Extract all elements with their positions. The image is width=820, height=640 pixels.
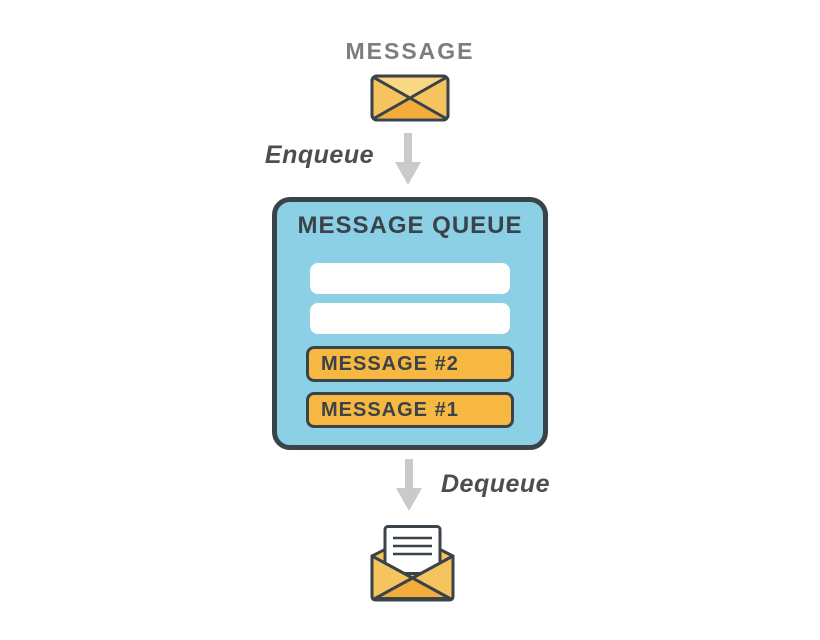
dequeue-arrow-down-icon bbox=[394, 459, 424, 513]
message-slot-2-label: MESSAGE #2 bbox=[321, 352, 459, 375]
empty-slot bbox=[310, 263, 510, 294]
message-label: MESSAGE bbox=[345, 38, 475, 64]
message-slot-2: MESSAGE #2 bbox=[306, 346, 514, 382]
enqueue-label: Enqueue bbox=[264, 141, 374, 169]
queue-title: MESSAGE QUEUE bbox=[297, 212, 523, 239]
closed-envelope-icon bbox=[370, 74, 450, 122]
empty-slot bbox=[310, 303, 510, 334]
message-slot-1: MESSAGE #1 bbox=[306, 392, 514, 428]
enqueue-arrow-down-icon bbox=[393, 133, 423, 187]
open-envelope-icon bbox=[370, 525, 455, 603]
message-slot-1-label: MESSAGE #1 bbox=[321, 398, 459, 421]
dequeue-label: Dequeue bbox=[441, 470, 551, 498]
